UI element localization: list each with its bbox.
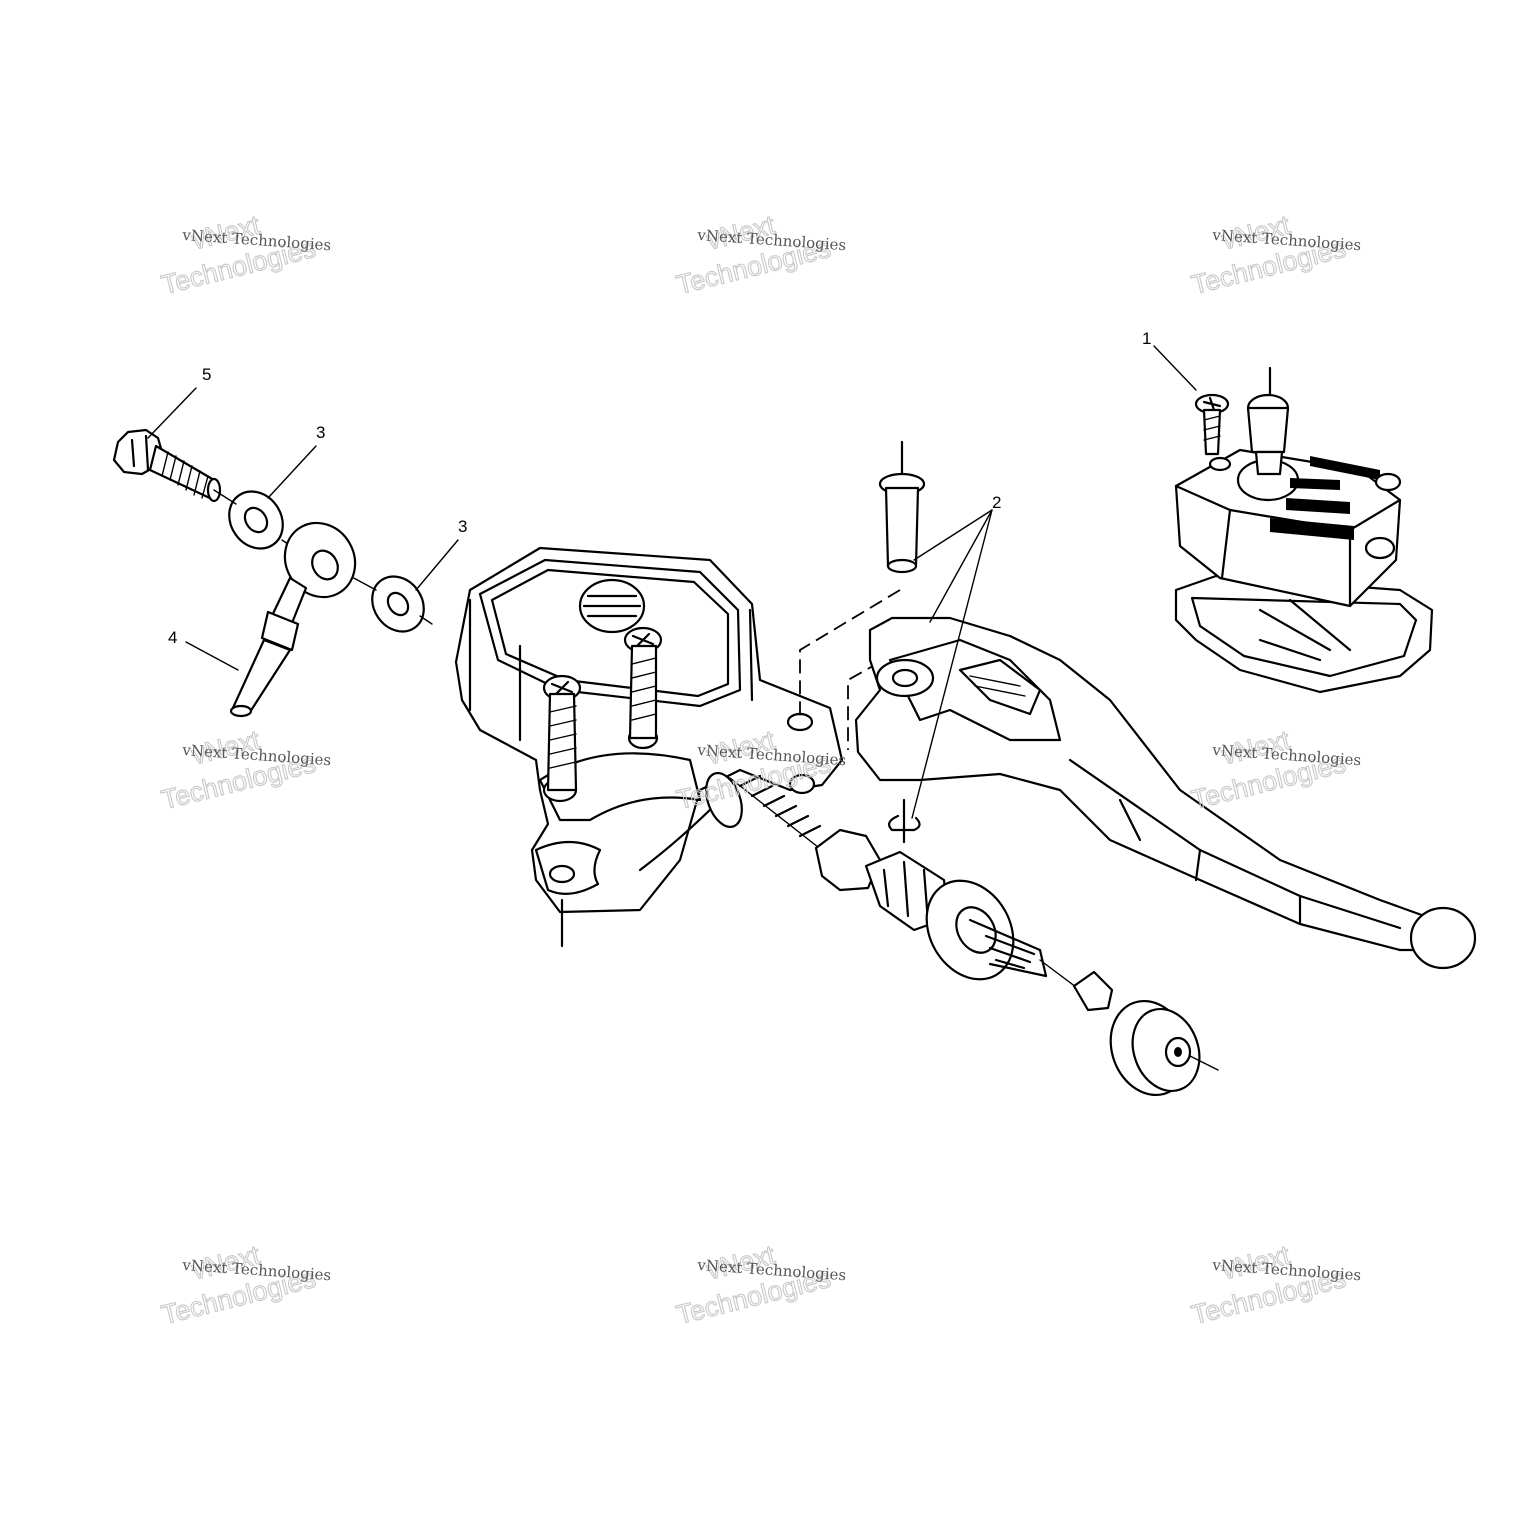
callout-4: 4 xyxy=(168,628,177,647)
callout-5: 5 xyxy=(202,365,211,384)
pivot-pin xyxy=(878,440,926,574)
e-clip xyxy=(888,798,921,844)
clamp-screw-right xyxy=(623,626,663,740)
cover-screw xyxy=(1194,393,1230,456)
brake-lever xyxy=(854,616,1477,970)
callout-2: 2 xyxy=(992,493,1001,512)
brake-hose xyxy=(229,521,357,718)
callout-3-lower: 3 xyxy=(458,517,467,536)
piston-spring-assembly xyxy=(729,774,1114,1012)
reservoir-cover-assembly xyxy=(1174,448,1434,694)
clamp-screw-left xyxy=(542,674,582,948)
cover-screw-small xyxy=(1374,472,1402,492)
callout-3-upper: 3 xyxy=(316,423,325,442)
watermark-group: vNext Technologies vNext Technologies vN… xyxy=(158,209,1362,1331)
reservoir-plug xyxy=(1246,366,1290,476)
callout-1: 1 xyxy=(1142,329,1151,348)
sealing-washer-upper xyxy=(228,490,284,550)
dust-boot xyxy=(1109,999,1219,1097)
sealing-washer-lower xyxy=(371,575,425,633)
assembly-line-pin xyxy=(799,589,901,718)
banjo-bolt xyxy=(112,428,222,503)
assembly-line-clip xyxy=(847,661,881,750)
